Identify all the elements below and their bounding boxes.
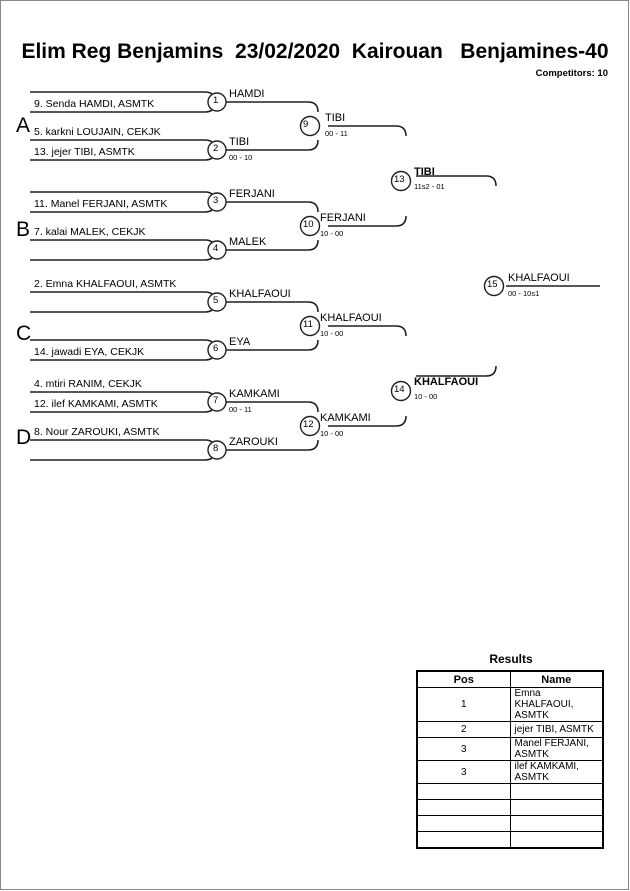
group-label-d: D <box>16 426 32 449</box>
result-name: ilef KAMKAMI, ASMTK <box>509 760 604 784</box>
match-number: 8 <box>213 443 219 454</box>
match-number: 9 <box>303 119 309 130</box>
match-score: 11s2 - 01 <box>414 182 445 191</box>
entrant-name: 4. mtiri RANIM, CEKJK <box>34 378 142 390</box>
match-winner: KHALFAOUI <box>508 272 570 284</box>
entrant-name: 13. jejer TIBI, ASMTK <box>34 146 135 158</box>
match-score: 10 - 00 <box>320 329 344 338</box>
entrant-name: 11. Manel FERJANI, ASMTK <box>34 198 168 210</box>
match-winner: KHALFAOUI <box>320 312 382 324</box>
match-score: 00 - 10s1 <box>508 289 540 298</box>
entrant-name: 14. jawadi EYA, CEKJK <box>34 346 145 358</box>
match-number: 14 <box>394 384 405 395</box>
match-winner: FERJANI <box>229 188 275 200</box>
entrant-name: 7. kalai MALEK, CEKJK <box>34 226 146 238</box>
results-header-row: Pos Name <box>416 670 604 688</box>
match-number: 4 <box>213 243 219 254</box>
result-name: jejer TIBI, ASMTK <box>509 721 604 738</box>
match-score: 10 - 00 <box>320 229 344 238</box>
page-title: Elim Reg Benjamins 23/02/2020 Kairouan B… <box>21 40 609 63</box>
result-name <box>509 815 604 832</box>
results-title: Results <box>489 652 533 666</box>
match-score: 10 - 00 <box>320 429 344 438</box>
match-winner: ZAROUKI <box>229 436 278 448</box>
table-row <box>416 783 604 800</box>
entrant-name: 8. Nour ZAROUKI, ASMTK <box>34 426 160 438</box>
result-name <box>509 831 604 849</box>
match-winner: HAMDI <box>229 88 265 100</box>
table-row <box>416 815 604 832</box>
competitors-count: Competitors: 10 <box>535 68 608 79</box>
match-winner: TIBI <box>229 136 250 148</box>
result-position <box>416 815 511 832</box>
match-winner: TIBI <box>325 112 346 124</box>
entrant-name: 12. ilef KAMKAMI, ASMTK <box>34 398 158 410</box>
match-number: 15 <box>487 279 498 290</box>
match-number: 6 <box>213 343 219 354</box>
result-name: Manel FERJANI, ASMTK <box>509 737 604 761</box>
entrant-name: 5. karkni LOUJAIN, CEKJK <box>34 126 161 138</box>
match-winner: KAMKAMI <box>229 388 280 400</box>
result-name <box>509 783 604 800</box>
match-number: 11 <box>303 319 313 330</box>
match-winner: KHALFAOUI <box>414 376 479 388</box>
result-name <box>509 799 604 816</box>
match-score: 00 - 10 <box>229 153 253 162</box>
match-winner: KAMKAMI <box>320 412 371 424</box>
result-position: 3 <box>416 737 511 761</box>
match-number: 10 <box>303 219 314 230</box>
match-number: 1 <box>213 95 219 106</box>
entrant-name: 2. Emna KHALFAOUI, ASMTK <box>34 278 177 290</box>
match-number: 7 <box>213 395 219 406</box>
table-row <box>416 831 604 849</box>
match-number: 3 <box>213 195 219 206</box>
match-winner: TIBI <box>414 166 435 178</box>
match-score: 00 - 11 <box>229 405 252 414</box>
match-winner: MALEK <box>229 236 267 248</box>
match-score: 00 - 11 <box>325 129 348 138</box>
match-winner: FERJANI <box>320 212 366 224</box>
group-label-a: A <box>16 114 31 137</box>
result-position: 3 <box>416 760 511 784</box>
result-position: 1 <box>416 687 511 722</box>
match-number: 13 <box>394 174 405 185</box>
match-score: 10 - 00 <box>414 392 438 401</box>
match-number: 2 <box>213 143 219 154</box>
match-number: 5 <box>213 295 219 306</box>
match-winner: KHALFAOUI <box>229 288 291 300</box>
result-position: 2 <box>416 721 511 738</box>
table-row <box>416 799 604 816</box>
result-name: Emna KHALFAOUI, ASMTK <box>509 687 604 722</box>
results-col-pos: Pos <box>416 670 511 688</box>
result-position <box>416 831 511 849</box>
match-winner: EYA <box>229 336 251 348</box>
entrant-name: 9. Senda HAMDI, ASMTK <box>34 98 155 110</box>
result-position <box>416 783 511 800</box>
group-label-b: B <box>16 218 31 241</box>
match-number: 12 <box>303 419 314 430</box>
group-label-c: C <box>16 322 32 345</box>
result-position <box>416 799 511 816</box>
results-col-name: Name <box>509 670 604 688</box>
